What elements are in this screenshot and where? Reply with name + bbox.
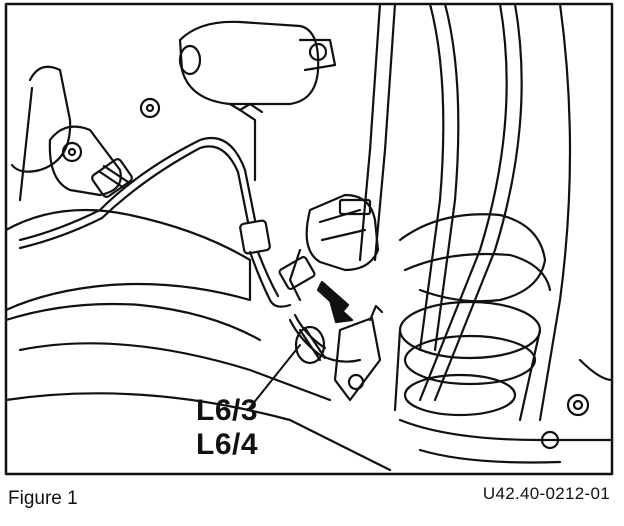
shock-rod-2 <box>418 2 445 352</box>
spring-coil <box>398 213 547 303</box>
shock-rod-1 <box>358 2 382 262</box>
callout-label-1: L6/3 <box>196 394 259 427</box>
drawing-border <box>4 2 614 476</box>
sensor-connector <box>305 193 380 272</box>
callout-leader <box>247 344 301 411</box>
shock-rod-3 <box>418 2 508 402</box>
bolt-left <box>61 141 83 163</box>
upper-strut <box>178 20 320 106</box>
sensor-bracket <box>333 316 382 402</box>
housing-left <box>4 208 252 312</box>
bolt-right <box>566 393 590 417</box>
brake-line <box>18 136 257 242</box>
callout-label-2: L6/4 <box>196 428 259 461</box>
line-fitting <box>91 158 133 198</box>
figure-caption: Figure 1 <box>8 488 78 509</box>
bracket-left <box>48 125 122 197</box>
figure-reference-code: U42.40-0212-01 <box>482 484 610 503</box>
sensor-cable <box>288 318 362 363</box>
